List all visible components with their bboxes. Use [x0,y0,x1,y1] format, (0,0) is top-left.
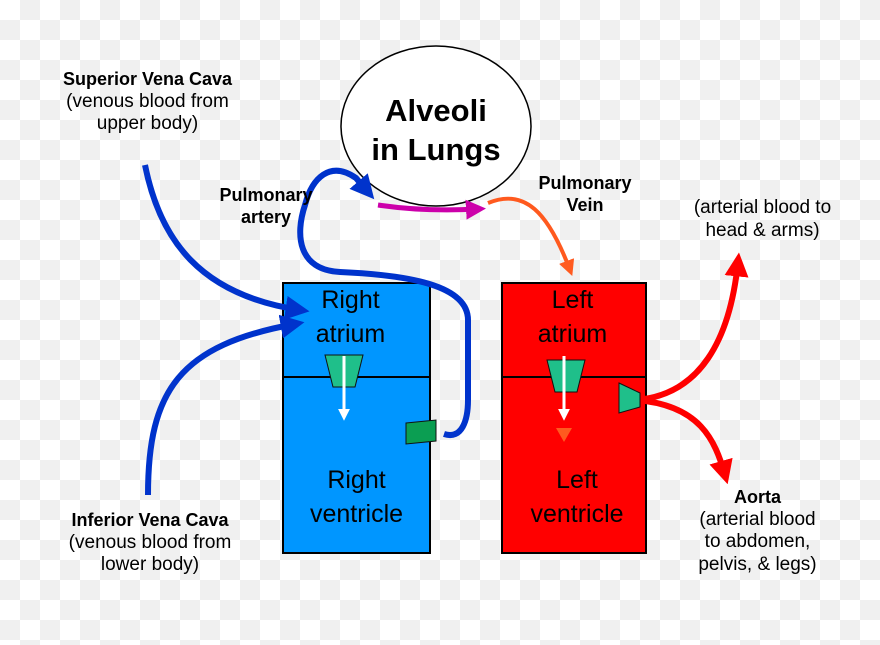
pulmonary-vein-arrow [487,196,575,276]
right-atrium-line2: atrium [315,319,386,348]
inferior-vena-cava-arrow [145,314,305,496]
pulmonary-vein-line1: Pulmonary [538,173,632,193]
head-arms-label: (arterial blood to head & arms) [670,197,855,243]
pulmonary-artery-arrow [297,167,471,439]
aorta-name: Aorta [733,487,781,507]
mitral-valve [546,359,586,393]
right-ventricle-line2: ventricle [309,499,404,528]
right-atrium-label: Right atrium [283,284,418,352]
left-atrium-line2: atrium [537,319,608,348]
pulmonary-vein-line2: Vein [566,194,604,215]
inferior-vena-cava-label: Inferior Vena Cava (venous blood from lo… [20,510,280,577]
aorta-label: Aorta (arterial blood to abdomen, pelvis… [665,487,850,577]
lungs-label-line2: in Lungs [371,131,501,167]
superior-vena-cava-name: Superior Vena Cava [62,69,233,89]
inferior-vena-cava-desc1: (venous blood from [68,531,232,553]
right-atrium-line1: Right [321,286,380,314]
head-arms-line2: head & arms) [705,219,820,241]
aorta-upper-arrow [635,252,749,403]
inferior-vena-cava-name: Inferior Vena Cava [71,510,229,530]
superior-vena-cava-desc2: upper body) [96,113,199,135]
left-atrium-label: Left atrium [505,284,640,352]
head-arms-line1: (arterial blood to [693,197,832,218]
pulmonary-artery-line2: artery [240,206,292,227]
pulmonary-artery-line1: Pulmonary [219,185,313,205]
left-ventricle-line2: ventricle [530,499,624,528]
aorta-desc1: (arterial blood [699,508,816,530]
aortic-valve [618,382,641,414]
pulmonary-artery-label: Pulmonary artery [196,185,336,228]
lung-exchange-arrow [377,199,486,220]
aorta-lower-arrow [635,397,733,485]
pulmonary-vein-label: Pulmonary Vein [515,173,655,216]
lungs-label: Alveoli in Lungs [356,92,516,170]
right-ventricle-line1: Right [327,466,386,494]
lungs-ellipse [340,45,532,207]
aorta-desc2: to abdomen, [704,531,811,553]
pulmonary-valve [405,419,437,445]
lungs-label-line1: Alveoli [385,93,487,128]
left-ventricle-line1: Left [556,466,598,494]
left-atrium-line1: Left [551,286,594,314]
left-ventricle-flow-tip [556,428,572,442]
superior-vena-cava-desc1: (venous blood from [66,90,229,112]
superior-vena-cava-arrow [142,164,310,320]
superior-vena-cava-label: Superior Vena Cava (venous blood from up… [20,69,275,136]
right-ventricle-label: Right ventricle [283,464,430,532]
aorta-desc3: pelvis, & legs) [698,554,817,576]
left-ventricle-label: Left ventricle [502,464,652,532]
inferior-vena-cava-desc2: lower body) [100,554,200,576]
